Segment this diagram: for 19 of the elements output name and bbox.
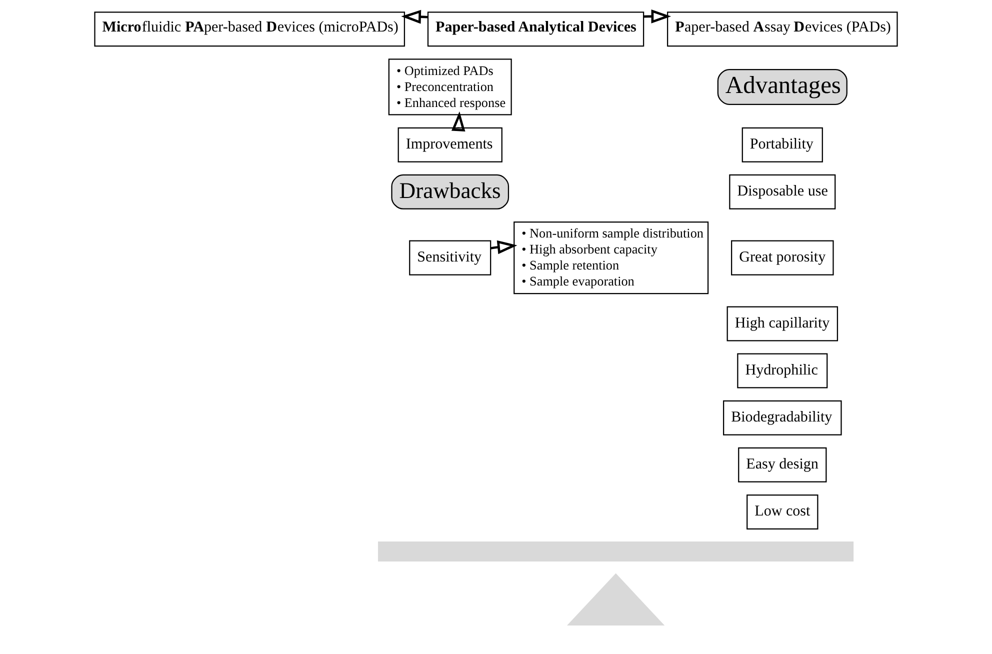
node-box: Biodegradability [723, 400, 842, 436]
arrow [451, 111, 466, 132]
node-box: Great porosity [731, 240, 834, 276]
node-box: Advantages [717, 68, 848, 105]
node-triangle [566, 573, 665, 626]
node-box: Portability [742, 127, 823, 162]
node-box: Sensitivity [409, 240, 492, 276]
node-box: Hydrophilic [737, 353, 828, 388]
node-box: Disposable use [729, 174, 836, 210]
node-box: Low cost [746, 494, 818, 530]
node-box: • Optimized PADs • Preconcentration • Enhanced response [388, 58, 512, 116]
node-box: Drawbacks [391, 174, 510, 210]
node-bar [378, 542, 854, 562]
node-box: High capillarity [726, 306, 838, 342]
node-box: Microfluidic PAper-based Devices (microPADs) [94, 12, 406, 47]
node-box: Easy design [738, 447, 827, 482]
node-box: Paper-based Assay Devices (PADs) [666, 12, 898, 47]
node-box: Paper-based Analytical Devices [427, 12, 644, 47]
node-box: • Non-uniform sample distribution • High absorbent capacity • Sample retention • Sample evaporation [514, 221, 709, 294]
